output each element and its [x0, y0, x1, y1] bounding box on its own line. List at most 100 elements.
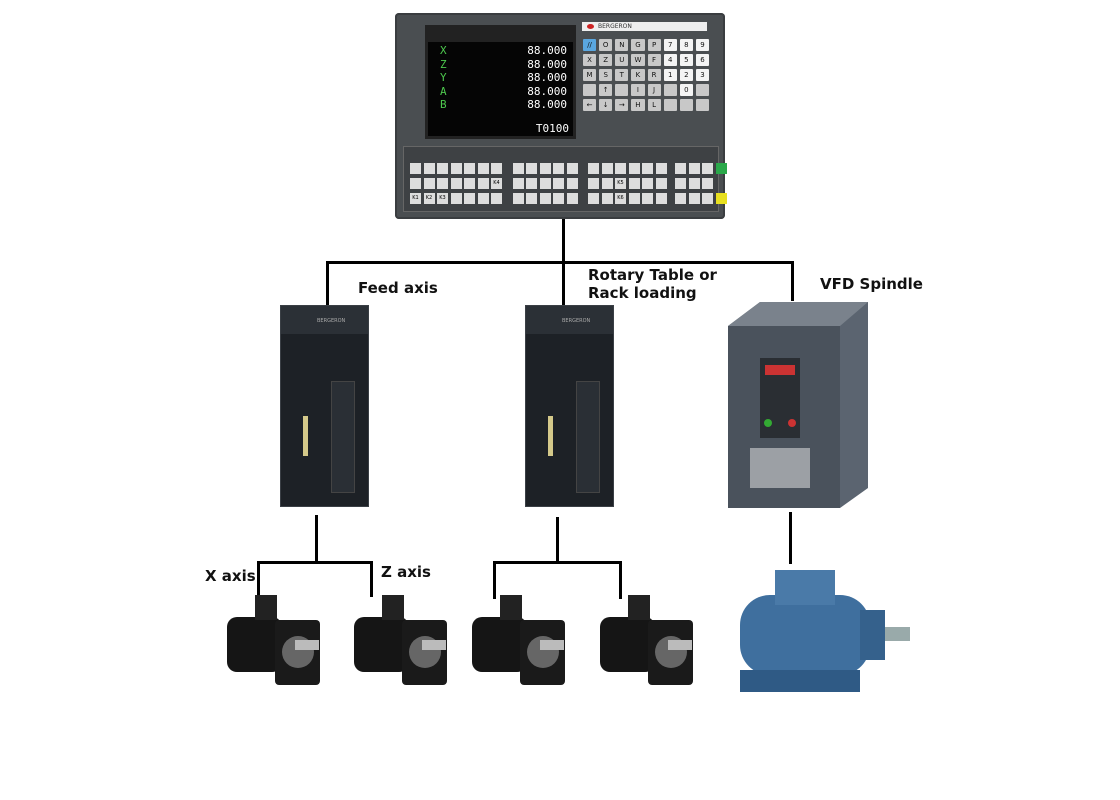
- keypad-key[interactable]: 8: [679, 39, 693, 51]
- panel-key[interactable]: [553, 163, 564, 174]
- panel-key[interactable]: [628, 193, 640, 204]
- keypad-key[interactable]: G: [631, 39, 645, 51]
- keypad-key[interactable]: [695, 84, 709, 96]
- panel-key[interactable]: [410, 178, 421, 189]
- panel-key[interactable]: [642, 163, 653, 174]
- keypad-key[interactable]: O: [599, 39, 613, 51]
- panel-key[interactable]: [702, 178, 713, 189]
- keypad-key[interactable]: //: [583, 39, 597, 51]
- keypad-key[interactable]: 2: [679, 69, 693, 81]
- panel-key[interactable]: [566, 178, 578, 189]
- panel-key[interactable]: [512, 178, 524, 189]
- panel-key[interactable]: [655, 163, 667, 174]
- keypad-key[interactable]: P: [647, 39, 661, 51]
- panel-key[interactable]: [702, 193, 713, 204]
- panel-key[interactable]: [553, 193, 564, 204]
- panel-key[interactable]: [410, 163, 421, 174]
- keypad-key[interactable]: T: [615, 69, 629, 81]
- panel-key[interactable]: K6: [615, 193, 626, 204]
- keypad-key[interactable]: [695, 99, 709, 111]
- keypad-key[interactable]: 7: [663, 39, 677, 51]
- panel-key[interactable]: [464, 163, 475, 174]
- panel-key[interactable]: [526, 178, 537, 189]
- keypad-key[interactable]: 4: [663, 54, 677, 66]
- panel-key[interactable]: K4: [491, 178, 502, 189]
- panel-key[interactable]: [526, 163, 537, 174]
- keypad-key[interactable]: N: [615, 39, 629, 51]
- panel-key[interactable]: [477, 193, 489, 204]
- keypad-key[interactable]: X: [583, 54, 597, 66]
- panel-key[interactable]: [491, 163, 502, 174]
- keypad-key[interactable]: [663, 99, 677, 111]
- panel-key[interactable]: [423, 163, 435, 174]
- panel-key[interactable]: [566, 193, 578, 204]
- panel-key[interactable]: [437, 163, 448, 174]
- panel-key[interactable]: [512, 163, 524, 174]
- keypad-key[interactable]: 0: [679, 84, 693, 96]
- panel-key[interactable]: K5: [615, 178, 626, 189]
- panel-key[interactable]: [688, 193, 700, 204]
- panel-key[interactable]: [450, 178, 462, 189]
- keypad-key[interactable]: [679, 99, 693, 111]
- keypad-key[interactable]: ←: [583, 99, 597, 111]
- keypad-key[interactable]: [615, 84, 629, 96]
- keypad-key[interactable]: ↑: [599, 84, 613, 96]
- keypad-key[interactable]: I: [631, 84, 645, 96]
- keypad-key[interactable]: M: [583, 69, 597, 81]
- keypad-key[interactable]: F: [647, 54, 661, 66]
- panel-key[interactable]: [553, 178, 564, 189]
- panel-key[interactable]: [615, 163, 626, 174]
- keypad-key[interactable]: S: [599, 69, 613, 81]
- panel-key[interactable]: [655, 193, 667, 204]
- panel-key[interactable]: [566, 163, 578, 174]
- keypad-key[interactable]: →: [615, 99, 629, 111]
- panel-key[interactable]: [539, 178, 551, 189]
- keypad-key[interactable]: 6: [695, 54, 709, 66]
- panel-key[interactable]: [642, 193, 653, 204]
- panel-key[interactable]: [477, 163, 489, 174]
- keypad-key[interactable]: [663, 84, 677, 96]
- keypad-key[interactable]: 5: [679, 54, 693, 66]
- panel-key[interactable]: [539, 163, 551, 174]
- panel-key[interactable]: [688, 163, 700, 174]
- keypad-key[interactable]: R: [647, 69, 661, 81]
- keypad-key[interactable]: H: [631, 99, 645, 111]
- keypad-key[interactable]: J: [647, 84, 661, 96]
- panel-key[interactable]: K1: [410, 193, 421, 204]
- panel-key[interactable]: [675, 178, 686, 189]
- panel-key[interactable]: [588, 178, 599, 189]
- panel-key[interactable]: [464, 193, 475, 204]
- panel-key[interactable]: [601, 178, 613, 189]
- panel-key[interactable]: [655, 178, 667, 189]
- keypad-key[interactable]: 3: [695, 69, 709, 81]
- panel-key[interactable]: [588, 163, 599, 174]
- panel-key[interactable]: [702, 163, 713, 174]
- panel-key[interactable]: [715, 193, 727, 204]
- panel-key[interactable]: [675, 163, 686, 174]
- panel-key[interactable]: [601, 193, 613, 204]
- panel-key[interactable]: K2: [423, 193, 435, 204]
- keypad-key[interactable]: L: [647, 99, 661, 111]
- panel-key[interactable]: [539, 193, 551, 204]
- panel-key[interactable]: [437, 178, 448, 189]
- panel-key[interactable]: [601, 163, 613, 174]
- keypad-key[interactable]: U: [615, 54, 629, 66]
- panel-key[interactable]: [450, 163, 462, 174]
- panel-key[interactable]: [716, 178, 727, 189]
- keypad-key[interactable]: Z: [599, 54, 613, 66]
- keypad-key[interactable]: 1: [663, 69, 677, 81]
- panel-key[interactable]: [642, 178, 653, 189]
- panel-key[interactable]: [464, 178, 475, 189]
- panel-key[interactable]: [477, 178, 489, 189]
- panel-key[interactable]: K3: [437, 193, 448, 204]
- panel-key[interactable]: [526, 193, 537, 204]
- keypad-key[interactable]: 9: [695, 39, 709, 51]
- panel-key[interactable]: [628, 178, 640, 189]
- panel-key[interactable]: [675, 193, 686, 204]
- keypad-key[interactable]: K: [631, 69, 645, 81]
- panel-key[interactable]: [491, 193, 502, 204]
- panel-key[interactable]: [450, 193, 462, 204]
- panel-key[interactable]: [688, 178, 700, 189]
- keypad-key[interactable]: ↓: [599, 99, 613, 111]
- panel-key[interactable]: [512, 193, 524, 204]
